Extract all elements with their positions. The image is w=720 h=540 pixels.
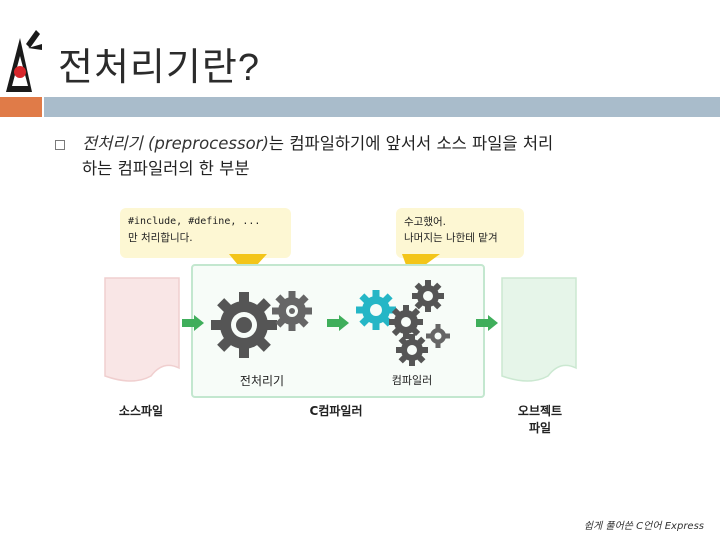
source-file-icon xyxy=(104,277,180,382)
compiler-gears-icon xyxy=(356,280,450,366)
preprocessor-gears-icon xyxy=(211,291,312,358)
label-source-file: 소스파일 xyxy=(118,404,164,418)
arrow-right-icon xyxy=(327,315,349,331)
title-underline-bar xyxy=(44,97,720,117)
label-object-file: 오브젝트 파일 xyxy=(500,402,580,436)
label-object-line2: 파일 xyxy=(528,421,552,435)
bubble-right-line1: 수고했어. xyxy=(404,216,446,228)
bullet-text: 전처리기 (preprocessor)는 컴파일하기에 앞서서 소스 파일을 처… xyxy=(82,131,692,181)
bullet-term: 전처리기 (preprocessor) xyxy=(82,134,269,153)
bullet-square-icon xyxy=(55,140,65,150)
arrow-right-icon xyxy=(476,315,498,331)
bullet-line2: 하는 컴파일러의 한 부분 xyxy=(82,159,250,178)
label-object-line1: 오브젝트 xyxy=(517,404,563,418)
object-file-icon xyxy=(501,277,577,382)
slide-title: 전처리기란? xyxy=(58,36,260,91)
bubble-compiler: 수고했어. 나머지는 나한테 맡겨 xyxy=(396,208,524,258)
label-preprocessor: 전처리기 xyxy=(239,374,285,388)
bubble-right-line2: 나머지는 나한테 맡겨 xyxy=(404,232,498,244)
bullet-line1: 는 컴파일하기에 앞서서 소스 파일을 처리 xyxy=(268,134,554,153)
arrow-right-icon xyxy=(182,315,204,331)
bubble-preprocessor: #include, #define, ... 만 처리합니다. xyxy=(120,208,291,258)
footer-book-title: 쉽게 풀어쓴 C언어 Express xyxy=(583,521,704,532)
label-c-compiler: C컴파일러 xyxy=(309,404,363,418)
label-compiler: 컴파일러 xyxy=(391,374,433,387)
slide-title-question: ? xyxy=(237,47,260,89)
duke-logo-icon xyxy=(6,30,42,92)
bubble-left-line1: #include, #define, ... xyxy=(128,216,261,227)
title-accent-bar xyxy=(0,97,42,117)
slide-title-text: 전처리기란 xyxy=(58,45,238,89)
bubble-left-line2: 만 처리합니다. xyxy=(128,232,193,244)
